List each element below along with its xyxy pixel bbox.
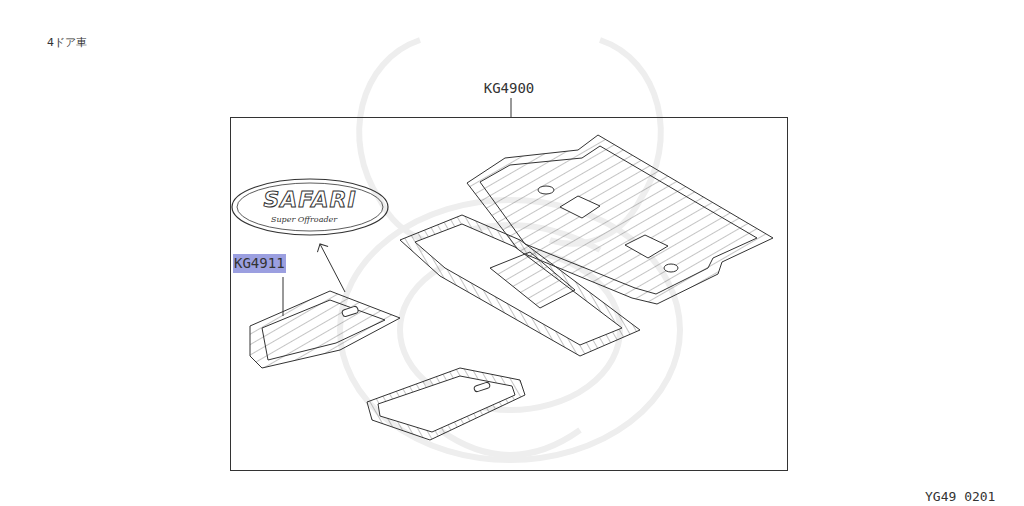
part-number: KG4911	[233, 254, 286, 273]
parts-frame: KG4900	[230, 117, 788, 471]
leader-line	[283, 277, 284, 316]
emblem	[232, 179, 388, 235]
emblem-text: SAFARI	[263, 187, 356, 213]
part-number: KG4900	[231, 80, 787, 96]
emblem-subtext: Super Offroader	[271, 215, 337, 225]
figure-code: YG49 0201	[925, 489, 995, 505]
arrow	[320, 244, 345, 292]
vehicle-note: 4ドア車	[47, 36, 87, 49]
front-floor-mat	[250, 291, 400, 368]
front-floor-mat	[367, 368, 525, 440]
middle-floor-mat	[400, 215, 640, 356]
leader-line	[511, 98, 512, 117]
